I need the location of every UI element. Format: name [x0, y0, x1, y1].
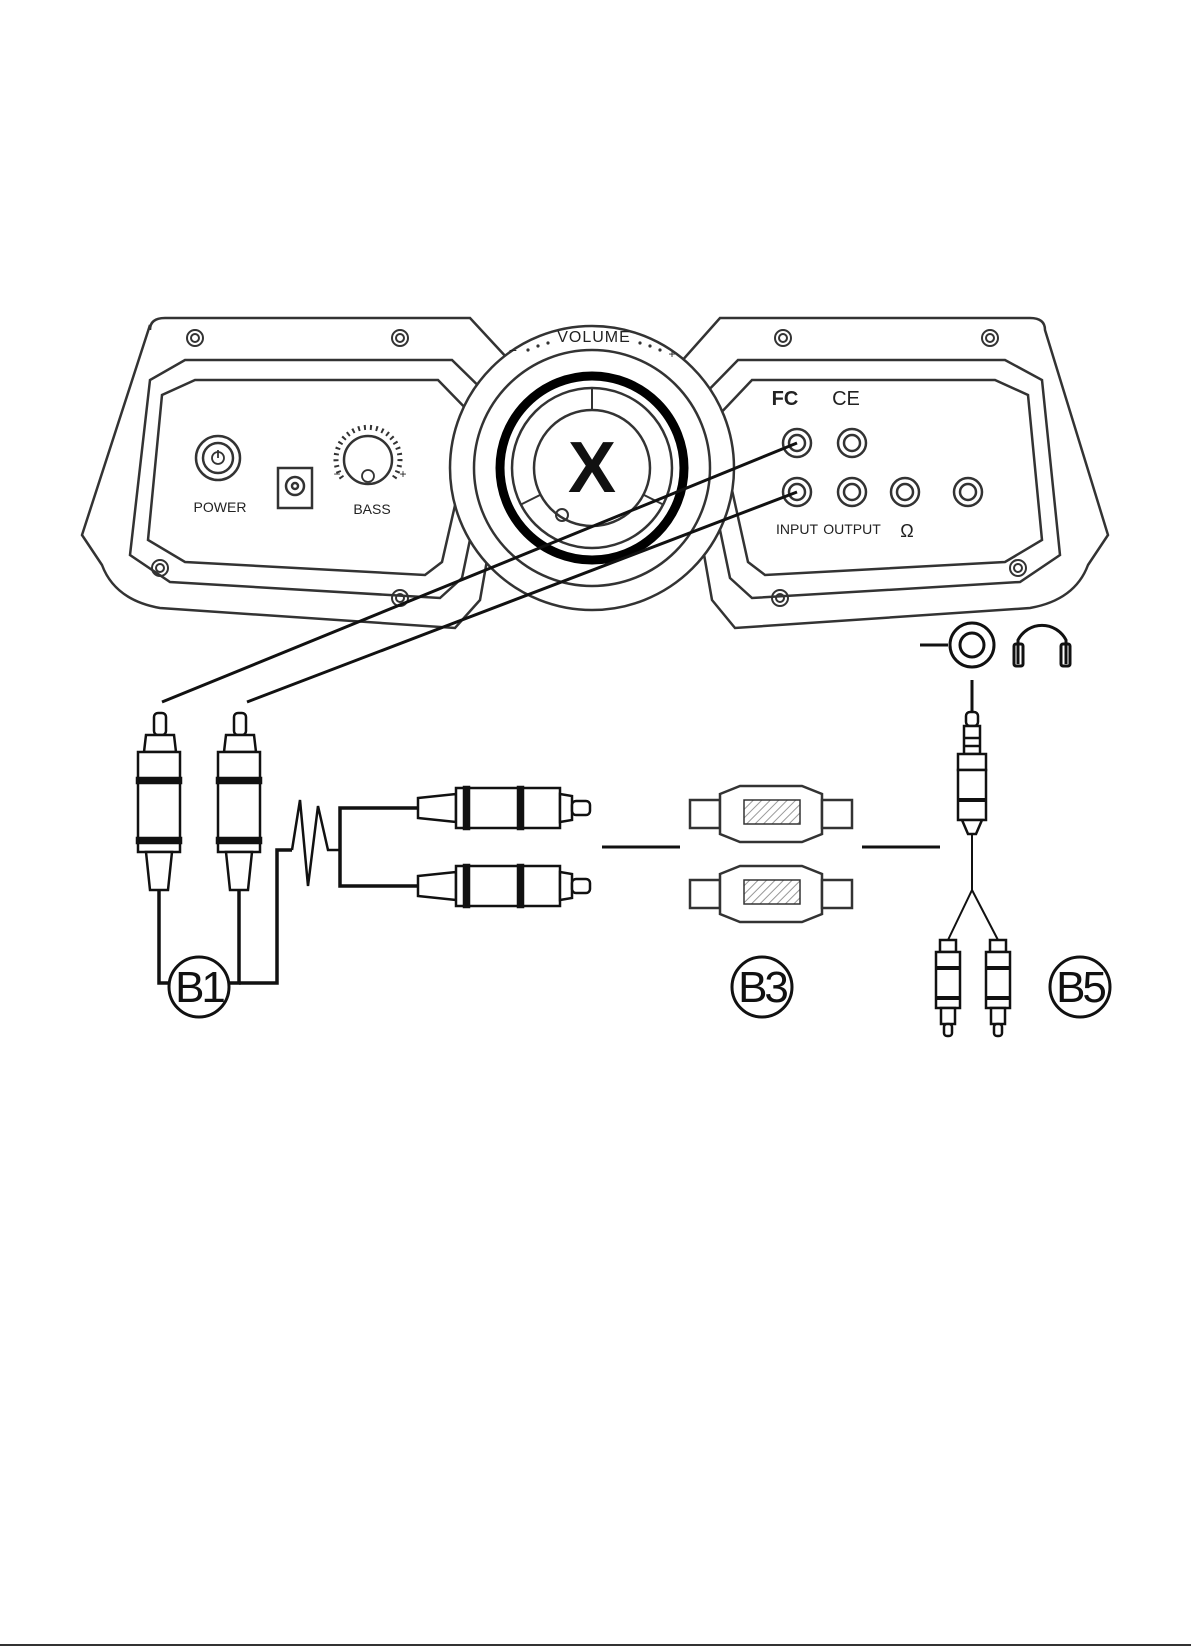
mini-rca-plug-2	[986, 940, 1010, 1036]
headphone-socket-and-icon	[950, 623, 1070, 667]
bass-label: BASS	[353, 501, 390, 517]
power-label: POWER	[194, 499, 247, 515]
rca-plug-horizontal-1	[418, 787, 590, 829]
fcc-mark: FC	[772, 388, 799, 410]
brand-logo: X	[568, 428, 616, 508]
cable-length-break	[292, 800, 340, 886]
b3-rca-couplers	[690, 786, 852, 922]
mini-jack-plug	[958, 712, 986, 834]
callout-b5-label: B5	[1056, 963, 1105, 1012]
b5-y-cable	[936, 712, 1010, 1036]
ce-mark: CE	[832, 388, 860, 410]
input-label: INPUT	[776, 521, 818, 537]
b1-rca-cable	[137, 713, 590, 983]
rca-coupler-2	[690, 866, 852, 922]
bass-min-mark: −	[333, 467, 340, 481]
right-wing-frame	[672, 318, 1108, 628]
rca-plug-vertical-2	[217, 713, 261, 890]
rca-plug-vertical-1	[137, 713, 181, 890]
callouts	[169, 957, 1110, 1017]
output-label: OUTPUT	[823, 521, 881, 537]
rca-plug-horizontal-2	[418, 865, 590, 907]
callout-b3-label: B3	[738, 963, 787, 1012]
jack-socket-icon	[950, 623, 994, 667]
headphone-symbol: Ω	[900, 521, 913, 541]
volume-max-mark: +	[668, 347, 675, 361]
bass-max-mark: +	[399, 467, 406, 481]
rca-coupler-1	[690, 786, 852, 842]
mini-rca-plug-1	[936, 940, 960, 1036]
callout-b1-label: B1	[175, 963, 224, 1012]
headphones-icon	[1018, 625, 1066, 664]
volume-min-mark: −	[509, 342, 517, 358]
volume-label: VOLUME	[557, 329, 631, 346]
